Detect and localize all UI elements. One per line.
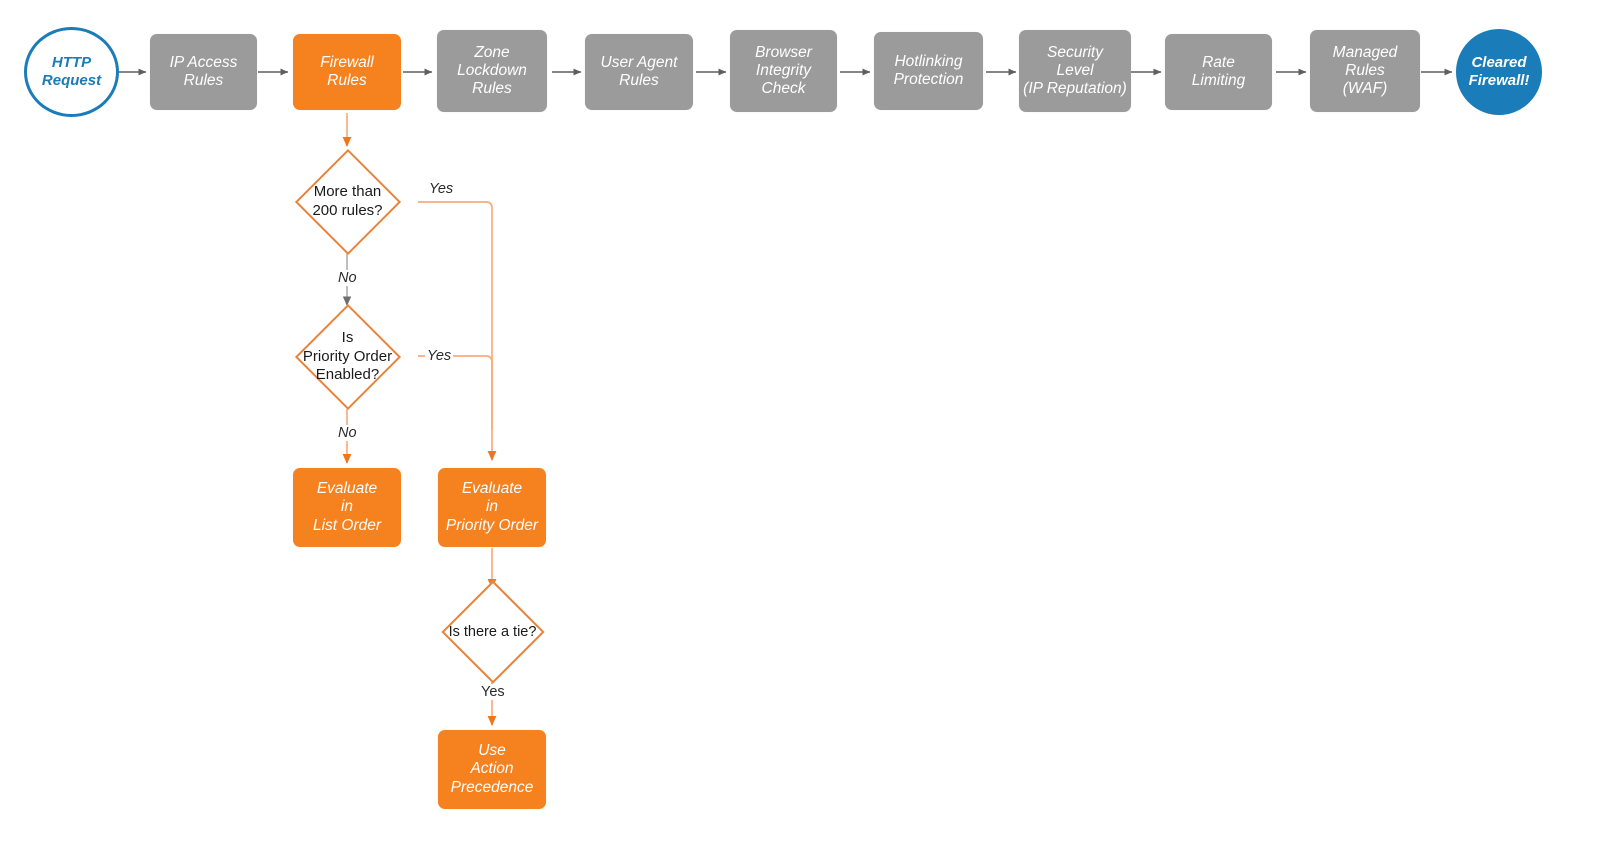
node-decision-is-priority-order-enabled[interactable]: Is Priority Order Enabled? xyxy=(277,303,418,411)
node-ip-access-rules-label: IP Access Rules xyxy=(169,53,238,89)
node-managed-rules-waf[interactable]: Managed Rules (WAF) xyxy=(1310,30,1420,112)
node-cleared-firewall-label: Cleared Firewall! xyxy=(1468,54,1530,89)
node-ip-access-rules[interactable]: IP Access Rules xyxy=(150,34,257,110)
node-browser-integrity-check-label: Browser Integrity Check xyxy=(755,43,812,98)
node-user-agent-rules-label: User Agent Rules xyxy=(600,53,678,89)
node-user-agent-rules[interactable]: User Agent Rules xyxy=(585,34,693,110)
node-decision-is-there-a-tie[interactable]: Is there a tie? xyxy=(422,580,563,684)
edge-yes-200-rules xyxy=(418,201,497,461)
node-browser-integrity-check[interactable]: Browser Integrity Check xyxy=(730,30,837,112)
node-decision-is-there-a-tie-label: Is there a tie? xyxy=(448,623,537,640)
node-decision-more-than-200-rules[interactable]: More than 200 rules? xyxy=(277,148,418,256)
node-security-level-label: Security Level (IP Reputation) xyxy=(1023,43,1127,98)
edge-label-yes-tie: Yes xyxy=(479,684,507,700)
edge-yes-priority-order xyxy=(418,355,493,430)
node-evaluate-in-priority-order[interactable]: Evaluate in Priority Order xyxy=(438,468,546,547)
node-security-level[interactable]: Security Level (IP Reputation) xyxy=(1019,30,1131,112)
node-rate-limiting[interactable]: Rate Limiting xyxy=(1165,34,1272,110)
node-hotlinking-protection[interactable]: Hotlinking Protection xyxy=(874,32,983,110)
node-rate-limiting-label: Rate Limiting xyxy=(1191,53,1246,89)
node-evaluate-in-list-order[interactable]: Evaluate in List Order xyxy=(293,468,401,547)
node-managed-rules-waf-label: Managed Rules (WAF) xyxy=(1332,43,1398,98)
node-evaluate-in-priority-order-label: Evaluate in Priority Order xyxy=(445,480,539,534)
node-zone-lockdown-rules[interactable]: Zone Lockdown Rules xyxy=(437,30,547,112)
node-hotlinking-protection-label: Hotlinking Protection xyxy=(893,52,964,88)
node-use-action-precedence-label: Use Action Precedence xyxy=(450,742,534,796)
node-evaluate-in-list-order-label: Evaluate in List Order xyxy=(312,480,382,534)
node-zone-lockdown-rules-label: Zone Lockdown Rules xyxy=(457,43,527,98)
node-decision-is-priority-order-enabled-label: Is Priority Order Enabled? xyxy=(302,328,393,384)
edge-label-no-priority-order: No xyxy=(336,425,359,441)
node-use-action-precedence[interactable]: Use Action Precedence xyxy=(438,730,546,809)
node-firewall-rules-label: Firewall Rules xyxy=(320,53,374,89)
node-cleared-firewall[interactable]: Cleared Firewall! xyxy=(1456,29,1542,115)
node-http-request[interactable]: HTTP Request xyxy=(24,27,119,117)
node-http-request-label: HTTP Request xyxy=(41,54,102,89)
node-decision-more-than-200-rules-label: More than 200 rules? xyxy=(312,183,383,219)
node-firewall-rules[interactable]: Firewall Rules xyxy=(293,34,401,110)
edge-label-yes-priority-order: Yes xyxy=(425,348,454,364)
edge-label-yes-200-rules: Yes xyxy=(427,181,456,197)
edge-label-no-200-rules: No xyxy=(336,270,359,286)
